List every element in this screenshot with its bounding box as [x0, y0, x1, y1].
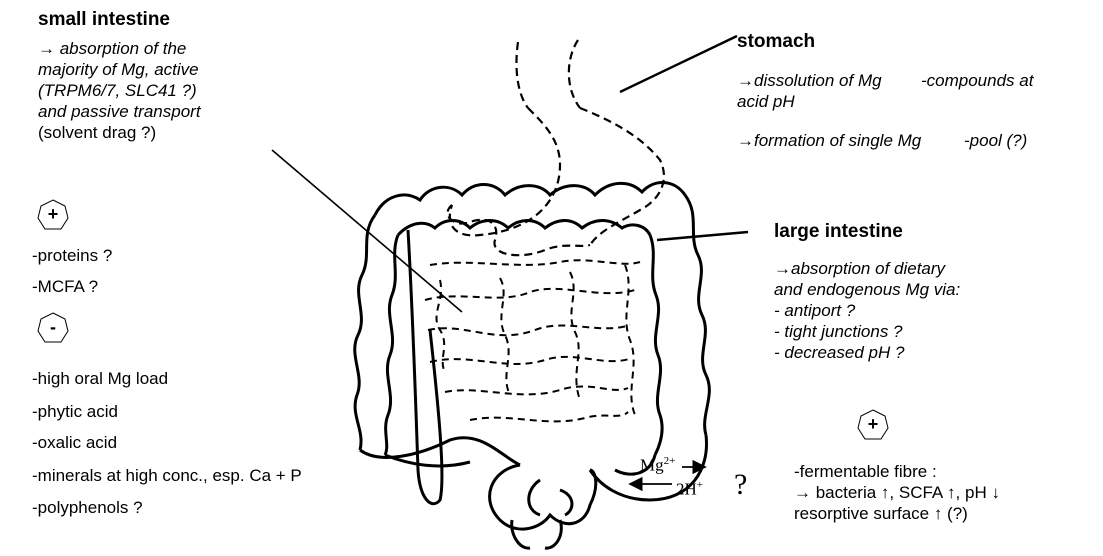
fibre-line: resorptive surface ↑ (?) [794, 505, 968, 522]
small-intestine-line-3: (TRPM6/7, SLC41 ?) [38, 82, 197, 99]
stomach-line-3b: -pool (?) [964, 132, 1027, 149]
negative-factor: -high oral Mg load [32, 370, 168, 387]
small-intestine-pointer [272, 150, 462, 312]
large-intestine-line: - tight junctions ? [774, 323, 903, 340]
fibre-line: → bacteria ↑, SCFA ↑, pH ↓ [794, 484, 1000, 501]
plus-sign: + [36, 198, 70, 232]
plus-sign: + [856, 408, 890, 442]
small-intestine-line-4: and passive transport [38, 103, 201, 120]
mg-text: Mg [640, 456, 664, 475]
mg-charge: 2+ [664, 455, 676, 467]
large-intestine-line: - decreased pH ? [774, 344, 904, 361]
small-intestine-line-2: majority of Mg, active [38, 61, 199, 78]
h-ion-label: 2H+ [676, 480, 703, 498]
duodenum [448, 205, 590, 255]
stomach-line-1a: →dissolution of Mg [737, 72, 882, 89]
positive-factor: -MCFA ? [32, 278, 98, 295]
h-text: 2H [676, 480, 697, 499]
h-charge: + [697, 479, 703, 491]
negative-factor: -minerals at high conc., esp. Ca + P [32, 467, 302, 484]
negative-factor: -phytic acid [32, 403, 118, 420]
stomach-line-2: acid pH [737, 93, 795, 110]
small-intestine-line-1: → absorption of the [38, 40, 186, 57]
small-intestine-extra: (solvent drag ?) [38, 124, 156, 141]
plus-heptagon-icon: + [856, 408, 890, 442]
positive-factor: -proteins ? [32, 247, 112, 264]
minus-sign: - [36, 311, 70, 345]
small-intestine-coils [425, 260, 640, 421]
exchange-question-mark: ? [734, 470, 747, 500]
mg-ion-label: Mg2+ [640, 456, 675, 474]
stomach-pointer [620, 36, 737, 92]
negative-factor: -polyphenols ? [32, 499, 143, 516]
fibre-line: -fermentable fibre : [794, 463, 937, 480]
stomach-title: stomach [737, 32, 815, 51]
large-intestine-line: and endogenous Mg via: [774, 281, 960, 298]
large-intestine-line: →absorption of dietary [774, 260, 945, 277]
stomach-line-1b: -compounds at [921, 72, 1033, 89]
small-intestine-title: small intestine [38, 10, 170, 29]
large-intestine-line: - antiport ? [774, 302, 855, 319]
minus-heptagon-icon: - [36, 311, 70, 345]
negative-factor: -oxalic acid [32, 434, 117, 451]
esophagus [516, 40, 580, 108]
large-intestine-title: large intestine [774, 222, 903, 241]
large-intestine-pointer [657, 232, 748, 240]
large-intestine-outline [355, 183, 710, 549]
stomach-line-3a: →formation of single Mg [737, 132, 921, 149]
plus-heptagon-icon: + [36, 198, 70, 232]
